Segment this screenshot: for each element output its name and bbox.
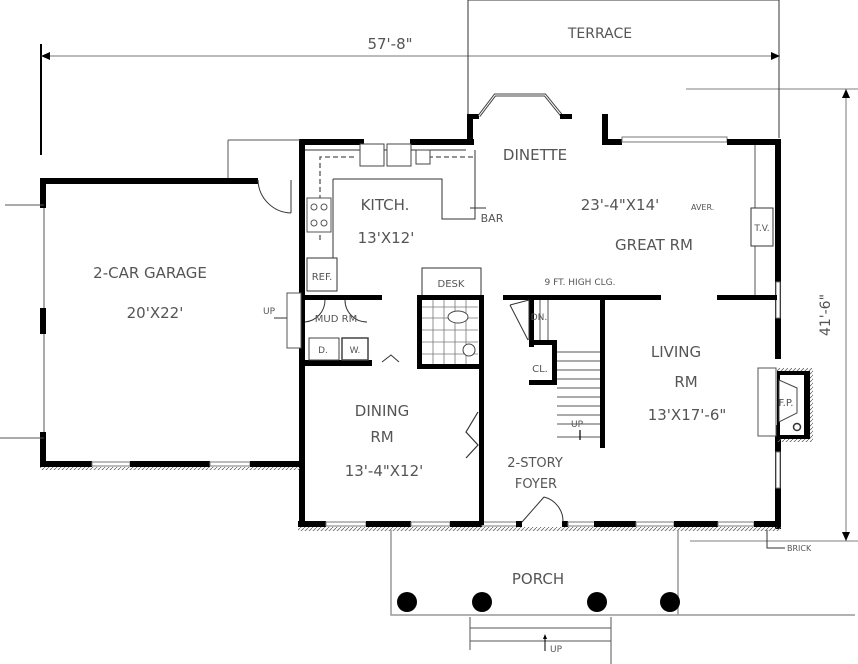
- ceiling-note: 9 FT. HIGH CLG.: [545, 278, 616, 288]
- dinette-name: DINETTE: [503, 146, 567, 164]
- refrigerator-label: REF.: [312, 272, 333, 283]
- kitchen-name: KITCH.: [361, 196, 410, 214]
- terrace-label: TERRACE: [567, 26, 632, 42]
- overall-depth-label: 41'-6": [818, 294, 834, 336]
- mud-room: MUD RM D. W.: [286, 292, 400, 366]
- porch: PORCH UP: [390, 530, 855, 664]
- overall-width-label: 57'-8": [367, 35, 412, 53]
- fireplace-label: F.P.: [779, 398, 794, 409]
- terrace: TERRACE: [467, 0, 780, 138]
- depth-dimension: 41'-6": [686, 88, 858, 542]
- stair-up-label: UP: [571, 420, 584, 430]
- porch-column: [397, 592, 417, 612]
- garage: 2-CAR GARAGE 20'X22' UP: [0, 139, 300, 470]
- porch-column: [472, 592, 492, 612]
- kitchen: REF. KITCH. 13'X12' BAR: [305, 143, 504, 292]
- washer-label: W.: [350, 346, 361, 356]
- bar-label: BAR: [481, 212, 504, 225]
- garage-name: 2-CAR GARAGE: [93, 264, 207, 282]
- great-room-name: GREAT RM: [615, 236, 693, 254]
- living-room-name: LIVING: [651, 343, 701, 361]
- closet-label: CL.: [532, 364, 548, 375]
- dining-room-name2: RM: [370, 428, 393, 446]
- living-room: LIVING RM 13'X17'-6" F.P. BRICK: [648, 343, 813, 553]
- garage-up-label: UP: [263, 307, 276, 317]
- dining-room-size: 13'-4"X12': [345, 462, 424, 480]
- tv-label: T.V.: [753, 224, 769, 234]
- garage-size: 20'X22': [127, 304, 184, 322]
- exterior-walls: [298, 93, 781, 531]
- kitchen-size: 13'X12': [358, 229, 415, 247]
- dining-room: DINING RM 13'-4"X12': [345, 402, 479, 480]
- living-room-name2: RM: [674, 373, 697, 391]
- powder-room: DESK: [417, 267, 484, 525]
- porch-column: [587, 592, 607, 612]
- living-room-size: 13'X17'-6": [648, 406, 727, 424]
- foyer: 2-STORY FOYER: [507, 456, 564, 523]
- desk-label: DESK: [438, 279, 465, 290]
- great-room: DINETTE 23'-4"X14' AVER. GREAT RM T.V. 9…: [503, 145, 777, 300]
- dryer-label: D.: [318, 346, 328, 356]
- dining-room-name: DINING: [355, 402, 409, 420]
- stairs: DN. CL. UP: [509, 297, 605, 448]
- porch-up-label: UP: [550, 645, 563, 655]
- foyer-name: 2-STORY: [507, 456, 563, 471]
- stair-down-label: DN.: [531, 313, 548, 323]
- brick-note: BRICK: [787, 544, 812, 553]
- foyer-name2: FOYER: [515, 477, 557, 492]
- porch-name: PORCH: [512, 570, 564, 588]
- great-room-size-note: AVER.: [691, 203, 714, 212]
- porch-column: [660, 592, 680, 612]
- mud-room-name: MUD RM: [315, 314, 357, 325]
- great-room-size: 23'-4"X14': [581, 196, 660, 214]
